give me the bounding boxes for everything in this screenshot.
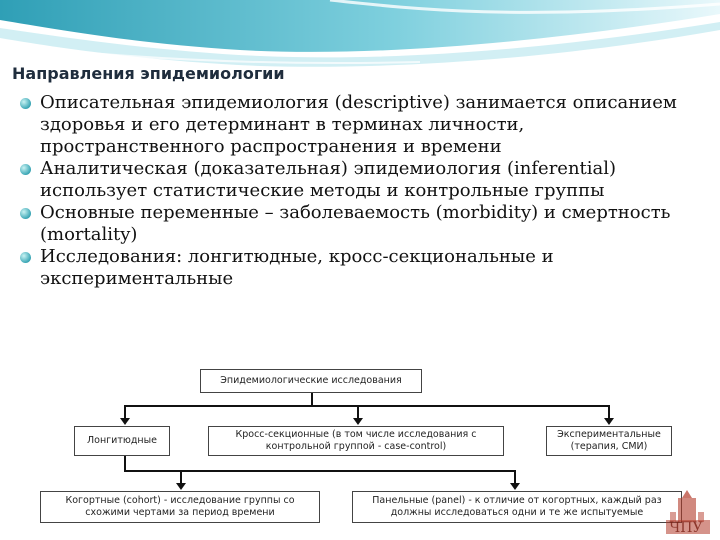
connector-line: [180, 470, 182, 484]
connector-line: [124, 470, 182, 472]
diagram-box-cohort: Когортные (cohort) - исследование группы…: [40, 491, 320, 523]
diagram-box-text: контрольной группой - case-control): [265, 441, 447, 452]
header-wave-decoration: [0, 0, 720, 67]
bullet-text: Аналитическая (доказательная) эпидемиоло…: [40, 158, 617, 201]
teal-sphere-bullet-icon: [20, 164, 31, 175]
connector-line: [311, 393, 313, 406]
slide-title: Направления эпидемиологии: [12, 64, 285, 83]
diagram-box-text: Панельные (panel) - к отличие от когортн…: [372, 495, 662, 506]
svg-text:ЧПУ: ЧПУ: [669, 520, 702, 536]
arrow-down-icon: [604, 418, 614, 425]
bullet-item: Описательная эпидемиология (descriptive)…: [20, 92, 710, 158]
diagram-box-text: (терапия, СМИ): [570, 441, 648, 452]
diagram-box-text: Кросс-секционные (в том числе исследован…: [235, 429, 477, 440]
diagram-box-epidemiological-studies: Эпидемиологические исследования: [200, 369, 422, 393]
diagram-box-text: Лонгитюдные: [87, 435, 157, 446]
arrow-down-icon: [176, 483, 186, 490]
diagram-box-text: должны исследоваться одни и те же испыту…: [390, 507, 644, 518]
connector-line: [608, 405, 610, 419]
connector-line: [124, 405, 610, 407]
study-types-diagram: Эпидемиологические исследования Лонгитюд…: [0, 350, 720, 540]
diagram-box-text: Эпидемиологические исследования: [220, 375, 402, 386]
connector-line: [180, 470, 516, 472]
connector-line: [124, 456, 126, 471]
diagram-box-panel: Панельные (panel) - к отличие от когортн…: [352, 491, 682, 523]
arrow-down-icon: [510, 483, 520, 490]
connector-line: [357, 405, 359, 419]
bullet-text: Основные переменные – заболеваемость (mo…: [40, 202, 671, 245]
diagram-box-text: Экспериментальные: [557, 429, 661, 440]
arrow-down-icon: [120, 418, 130, 425]
diagram-box-experimental: Экспериментальные (терапия, СМИ): [546, 426, 672, 456]
teal-sphere-bullet-icon: [20, 252, 31, 263]
bullet-text: Описательная эпидемиология (descriptive)…: [40, 92, 677, 157]
bullet-item: Аналитическая (доказательная) эпидемиоло…: [20, 158, 710, 202]
bullet-item: Основные переменные – заболеваемость (mo…: [20, 202, 710, 246]
connector-line: [514, 470, 516, 484]
bullet-text: Исследования: лонгитюдные, кросс-секцион…: [40, 246, 554, 289]
bullet-list: Описательная эпидемиология (descriptive)…: [20, 92, 710, 290]
teal-sphere-bullet-icon: [20, 98, 31, 109]
university-logo-icon: ЧПУ: [666, 490, 710, 536]
diagram-box-text: Когортные (cohort) - исследование группы…: [65, 495, 295, 506]
diagram-box-longitudinal: Лонгитюдные: [74, 426, 170, 456]
connector-line: [124, 405, 126, 419]
diagram-box-cross-sectional: Кросс-секционные (в том числе исследован…: [208, 426, 504, 456]
arrow-down-icon: [353, 418, 363, 425]
bullet-item: Исследования: лонгитюдные, кросс-секцион…: [20, 246, 710, 290]
diagram-box-text: схожими чертами за период времени: [85, 507, 275, 518]
teal-sphere-bullet-icon: [20, 208, 31, 219]
